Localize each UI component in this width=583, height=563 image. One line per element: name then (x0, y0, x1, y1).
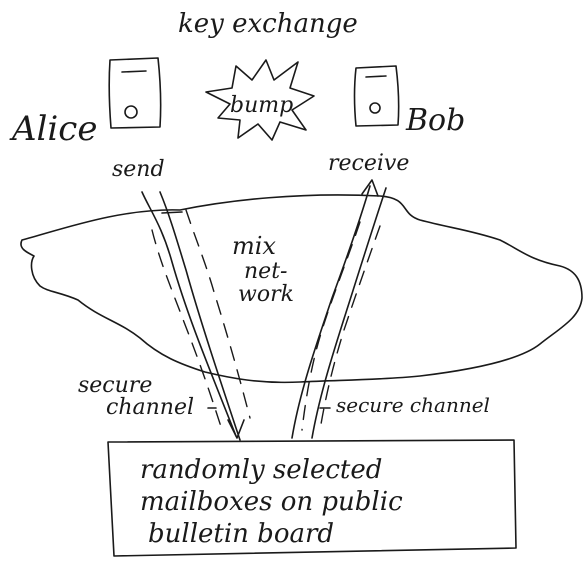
bump-burst-icon (205, 59, 315, 141)
receive-label: receive (328, 151, 409, 176)
bob-phone-icon (353, 65, 400, 127)
mix-network-cloud (20, 194, 583, 384)
secure-channel-left-line2: channel (106, 395, 194, 420)
secure-channel-right-label: secure channel (336, 393, 490, 417)
receive-arrow-icon (361, 179, 379, 197)
bulletin-board-line1: randomly selected (140, 455, 382, 485)
bulletin-board-line3: bulletin board (148, 519, 334, 549)
alice-phone-icon (108, 57, 162, 129)
diagram-title: key exchange (178, 9, 358, 39)
bump-label: bump (230, 93, 293, 118)
secure-channel-left-line1: secure (78, 373, 152, 398)
mix-network-label-line2: net- (244, 259, 287, 284)
mix-network-label-line1: mix (232, 232, 276, 260)
send-label: send (112, 157, 165, 182)
bulletin-board-box (107, 439, 517, 557)
send-arrow-icon (227, 419, 245, 439)
bob-label: Bob (405, 103, 465, 138)
bulletin-board-line2: mailboxes on public (140, 487, 403, 517)
mix-network-label-line3: work (238, 282, 294, 307)
receive-channel (291, 179, 387, 439)
send-channel (141, 191, 251, 441)
alice-label: Alice (9, 109, 97, 149)
